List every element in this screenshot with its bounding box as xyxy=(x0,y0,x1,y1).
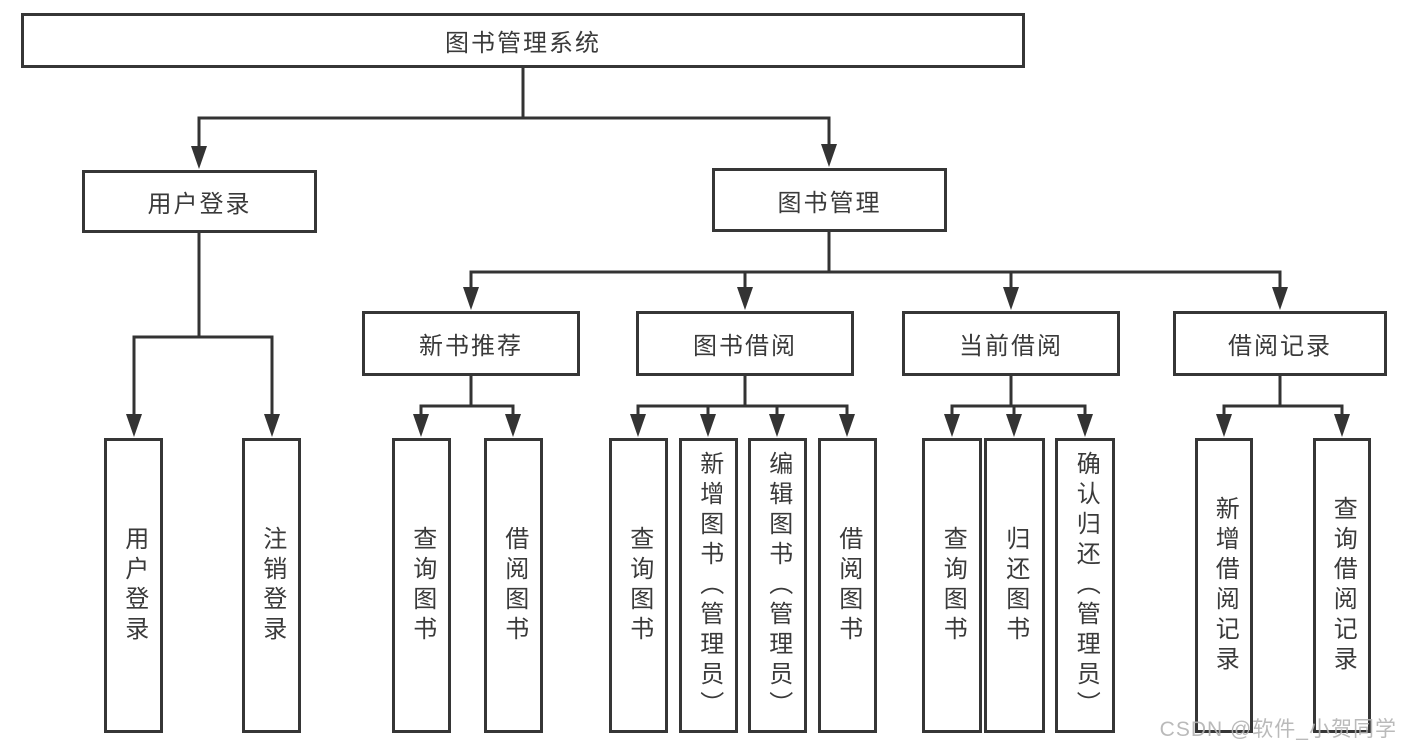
node-user-login: 用户登录 xyxy=(82,170,317,233)
leaf-user-login: 用户登录 xyxy=(104,438,163,733)
leaf-query-borrow-record: 查询借阅记录 xyxy=(1313,438,1371,733)
node-root: 图书管理系统 xyxy=(21,13,1025,68)
leaf-user-login-label: 用户登录 xyxy=(120,525,148,646)
leaf-add-book-admin-label: 新增图书（管理员） xyxy=(695,450,723,721)
node-borrow-records-label: 借阅记录 xyxy=(1228,333,1332,360)
leaf-borrow-books-recommend-label: 借阅图书 xyxy=(500,525,528,646)
node-root-label: 图书管理系统 xyxy=(445,30,601,57)
leaf-query-books-recommend-label: 查询图书 xyxy=(408,525,436,646)
leaf-edit-book-admin: 编辑图书（管理员） xyxy=(748,438,807,733)
watermark: CSDN @软件_小贺同学 xyxy=(1159,718,1397,741)
node-book-management-label: 图书管理 xyxy=(777,189,882,217)
node-current-borrowing: 当前借阅 xyxy=(902,311,1120,376)
leaf-confirm-return-admin-label: 确认归还（管理员） xyxy=(1072,450,1100,721)
node-borrow-records: 借阅记录 xyxy=(1173,311,1387,376)
node-new-book-recommend: 新书推荐 xyxy=(362,311,580,376)
leaf-query-books-borrowing: 查询图书 xyxy=(609,438,668,733)
leaf-query-borrow-record-label: 查询借阅记录 xyxy=(1329,495,1357,676)
leaf-logout-label: 注销登录 xyxy=(258,525,286,646)
leaf-query-books-borrowing-label: 查询图书 xyxy=(625,525,653,646)
leaf-confirm-return-admin: 确认归还（管理员） xyxy=(1055,438,1115,733)
node-current-borrowing-label: 当前借阅 xyxy=(959,333,1063,360)
leaf-borrow-books-recommend: 借阅图书 xyxy=(484,438,543,733)
node-new-book-recommend-label: 新书推荐 xyxy=(419,333,523,360)
leaf-query-books-current: 查询图书 xyxy=(922,438,982,733)
leaf-logout: 注销登录 xyxy=(242,438,301,733)
node-book-management: 图书管理 xyxy=(712,168,947,232)
node-user-login-label: 用户登录 xyxy=(147,191,252,218)
leaf-edit-book-admin-label: 编辑图书（管理员） xyxy=(764,450,792,721)
node-book-borrowing: 图书借阅 xyxy=(636,311,854,376)
node-book-borrowing-label: 图书借阅 xyxy=(693,333,797,360)
leaf-add-borrow-record-label: 新增借阅记录 xyxy=(1211,495,1239,676)
leaf-borrow-books-2: 借阅图书 xyxy=(818,438,877,733)
leaf-query-books-current-label: 查询图书 xyxy=(939,525,967,646)
leaf-add-borrow-record: 新增借阅记录 xyxy=(1195,438,1253,733)
leaf-query-books-recommend: 查询图书 xyxy=(392,438,451,733)
leaf-borrow-books-2-label: 借阅图书 xyxy=(834,525,862,646)
leaf-add-book-admin: 新增图书（管理员） xyxy=(679,438,738,733)
leaf-return-book-label: 归还图书 xyxy=(1001,525,1029,646)
leaf-return-book: 归还图书 xyxy=(984,438,1045,733)
